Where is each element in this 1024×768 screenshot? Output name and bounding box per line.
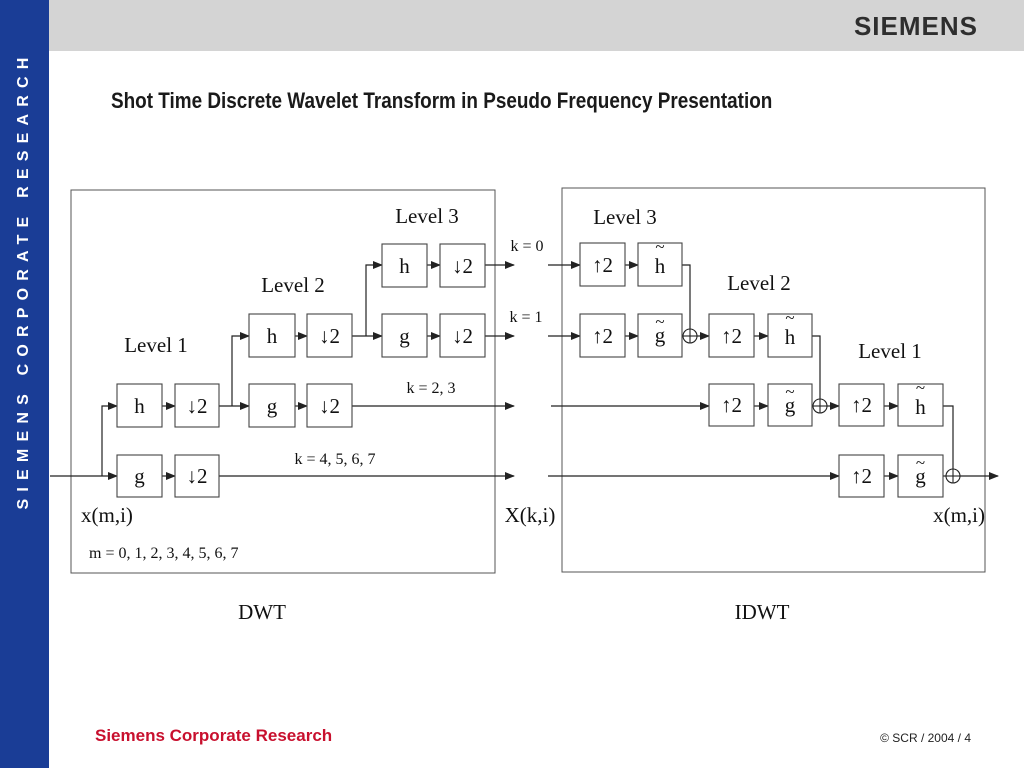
- idwt-l2-h-upsample: ↑2: [708, 313, 755, 358]
- idwt-l3-g-upsample: ↑2: [579, 313, 626, 358]
- k0-label: k = 0: [510, 238, 543, 255]
- svg-text:↑2: ↑2: [721, 324, 742, 348]
- dwt-l2-g-filter: g: [248, 383, 296, 428]
- dwt-l1-g-filter: g: [116, 454, 163, 498]
- svg-text:↓2: ↓2: [452, 324, 473, 348]
- idwt-l1-h-tilde-filter: ~h: [897, 378, 944, 427]
- dwt-l1-g-downsample: ↓2: [174, 454, 220, 498]
- svg-text:↓2: ↓2: [187, 394, 208, 418]
- dwt-l2-h-filter: h: [248, 313, 296, 358]
- svg-text:g: g: [785, 393, 796, 417]
- svg-text:~: ~: [785, 308, 794, 327]
- idwt-level3-label: Level 3: [593, 205, 657, 229]
- idwt-l1-g-upsample: ↑2: [838, 454, 885, 498]
- svg-text:h: h: [915, 395, 926, 419]
- svg-text:↓2: ↓2: [319, 324, 340, 348]
- top-bar: SIEMENS: [49, 0, 1024, 51]
- svg-text:g: g: [134, 464, 145, 488]
- svg-text:↑2: ↑2: [592, 253, 613, 277]
- dwt-l3-h-downsample: ↓2: [439, 243, 486, 288]
- svg-text:↓2: ↓2: [452, 254, 473, 278]
- dwt-input-label: x(m,i): [81, 503, 133, 527]
- idwt-level2-label: Level 2: [727, 271, 791, 295]
- dwt-l2-h-downsample: ↓2: [306, 313, 353, 358]
- dwt-panel: [70, 189, 496, 574]
- svg-text:↓2: ↓2: [187, 464, 208, 488]
- svg-text:↑2: ↑2: [851, 393, 872, 417]
- dwt-l1-h-filter: h: [116, 383, 163, 428]
- svg-text:~: ~: [916, 453, 925, 472]
- dwt-l3-g-downsample: ↓2: [439, 313, 486, 358]
- k1-label: k = 1: [509, 309, 542, 326]
- svg-text:↑2: ↑2: [592, 324, 613, 348]
- sum-node-level3: [682, 328, 698, 344]
- idwt-connections: [548, 261, 999, 480]
- dwt-level2-label: Level 2: [261, 273, 325, 297]
- k23-label: k = 2, 3: [406, 380, 455, 397]
- svg-text:h: h: [655, 254, 666, 278]
- svg-text:↑2: ↑2: [851, 464, 872, 488]
- svg-text:h: h: [399, 254, 410, 278]
- sum-node-level2: [812, 398, 828, 414]
- svg-text:h: h: [785, 325, 796, 349]
- dwt-l2-g-downsample: ↓2: [306, 383, 353, 428]
- slide-title: Shot Time Discrete Wavelet Transform in …: [111, 88, 773, 113]
- svg-text:~: ~: [916, 378, 925, 397]
- idwt-blocks: ↑2 ~h ↑2 ~g ↑2 ~h ↑2 ~g ↑2 ~h ↑2 ~g: [579, 237, 944, 498]
- idwt-l3-h-tilde-filter: ~h: [637, 237, 683, 287]
- dwt-level1-label: Level 1: [124, 333, 188, 357]
- svg-text:g: g: [267, 394, 278, 418]
- idwt-l1-h-upsample: ↑2: [838, 383, 885, 427]
- svg-text:g: g: [399, 324, 410, 348]
- dwt-caption: DWT: [238, 600, 286, 624]
- idwt-l3-h-upsample: ↑2: [579, 242, 626, 287]
- idwt-l1-g-tilde-filter: ~g: [897, 453, 944, 498]
- idwt-caption: IDWT: [735, 600, 790, 624]
- dwt-l3-h-filter: h: [381, 243, 428, 288]
- svg-text:g: g: [915, 464, 926, 488]
- dwt-index-label: m = 0, 1, 2, 3, 4, 5, 6, 7: [89, 545, 238, 562]
- middle-label: X(k,i): [505, 503, 556, 527]
- dwt-connections: [50, 261, 515, 480]
- idwt-l2-g-upsample: ↑2: [708, 383, 755, 427]
- svg-text:~: ~: [785, 382, 794, 401]
- sidebar: SIEMENS CORPORATE RESEARCH: [0, 0, 49, 768]
- summation-nodes: [682, 328, 961, 484]
- idwt-level1-label: Level 1: [858, 339, 922, 363]
- svg-text:g: g: [655, 323, 666, 347]
- idwt-output-label: x(m,i): [933, 503, 985, 527]
- svg-text:↓2: ↓2: [319, 394, 340, 418]
- dwt-blocks: h ↓2 g ↓2 h ↓2 g ↓2 h ↓2 g ↓2: [116, 243, 486, 498]
- dwt-l3-g-filter: g: [381, 313, 428, 358]
- dwt-level3-label: Level 3: [395, 204, 459, 228]
- svg-text:h: h: [134, 394, 145, 418]
- idwt-l3-g-tilde-filter: ~g: [637, 312, 683, 358]
- svg-text:~: ~: [655, 312, 664, 331]
- k4567-label: k = 4, 5, 6, 7: [294, 451, 375, 468]
- svg-text:h: h: [267, 324, 278, 348]
- siemens-logo: SIEMENS: [853, 11, 978, 41]
- dwt-l1-h-downsample: ↓2: [174, 383, 220, 428]
- idwt-l2-g-tilde-filter: ~g: [767, 382, 813, 427]
- idwt-l2-h-tilde-filter: ~h: [767, 308, 813, 358]
- footer-org: Siemens Corporate Research: [95, 726, 333, 745]
- idwt-panel: [561, 187, 986, 573]
- svg-text:↑2: ↑2: [721, 393, 742, 417]
- footer-copyright: © SCR / 2004 / 4: [880, 731, 971, 745]
- sum-node-level1: [945, 468, 961, 484]
- svg-text:~: ~: [655, 237, 664, 256]
